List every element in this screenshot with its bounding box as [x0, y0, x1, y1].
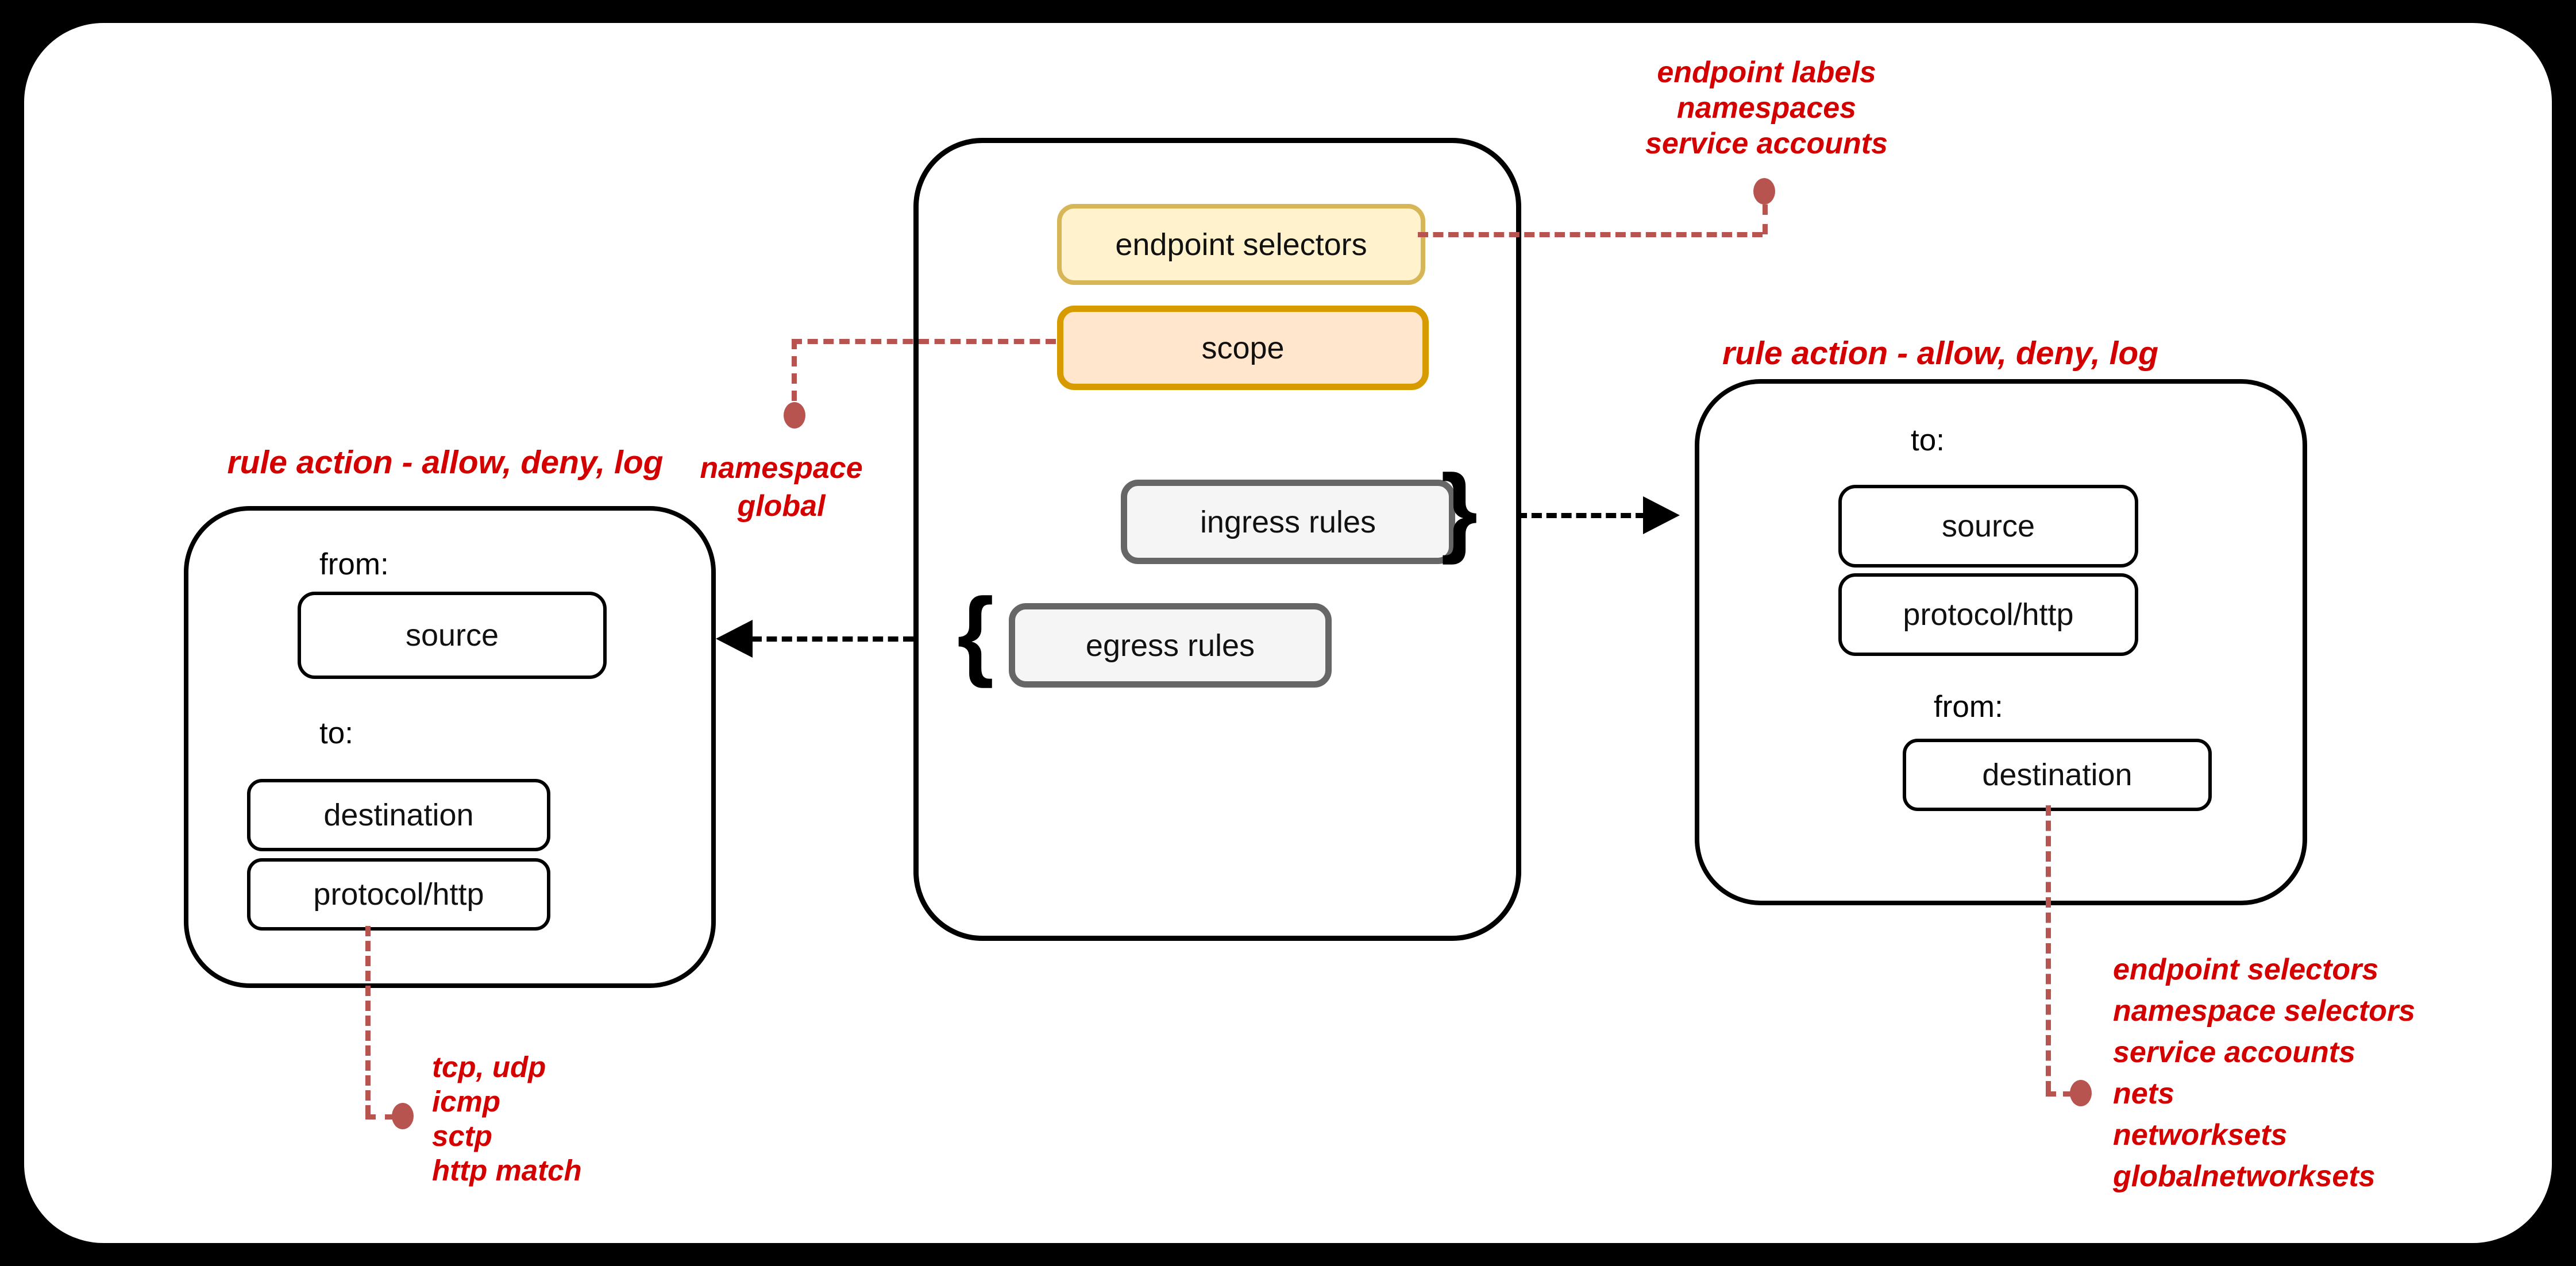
ingress-destination-chip: destination	[1903, 739, 2212, 811]
ingress-arrowhead-icon	[1643, 496, 1680, 534]
egress-protocol-chip: protocol/http	[247, 858, 550, 931]
egress-source-label: source	[405, 618, 499, 653]
endpoint-selectors-label: endpoint selectors	[1115, 227, 1367, 262]
destination-note-dot-icon	[2070, 1080, 2092, 1106]
ingress-rule-action-note: rule action - allow, deny, log	[1722, 335, 2159, 372]
destination-note: endpoint selectors namespace selectors s…	[2113, 949, 2415, 1197]
endpoint-note-dot-icon	[1753, 178, 1775, 204]
scope-chip: scope	[1057, 306, 1429, 390]
ingress-arrow-line	[1517, 513, 1646, 518]
endpoint-note-line: endpoint labels	[1657, 56, 1876, 89]
destination-note-line: nets	[2113, 1077, 2174, 1110]
egress-from-label: from:	[319, 547, 389, 581]
destination-note-line: namespace selectors	[2113, 994, 2416, 1028]
ingress-source-label: source	[1941, 509, 2035, 543]
protocol-note-connector-v	[365, 926, 371, 1116]
ingress-protocol-label: protocol/http	[1903, 597, 2074, 632]
egress-protocol-label: protocol/http	[313, 877, 484, 912]
ingress-from-label: from:	[1934, 690, 2003, 724]
egress-arrow-line	[751, 636, 913, 642]
scope-note-dot-icon	[784, 402, 805, 429]
protocol-note-dot-icon	[392, 1103, 414, 1129]
ingress-protocol-chip: protocol/http	[1838, 573, 2138, 656]
ingress-destination-label: destination	[1982, 758, 2132, 792]
endpoint-selectors-chip: endpoint selectors	[1057, 204, 1425, 285]
egress-rules-label: egress rules	[1085, 628, 1255, 663]
scope-note-connector-v	[792, 339, 797, 401]
endpoint-note: endpoint labels namespaces service accou…	[1603, 55, 1930, 161]
destination-note-connector-h	[2046, 1091, 2073, 1097]
protocol-note-line: icmp	[432, 1085, 501, 1118]
egress-brace-icon: {	[957, 577, 994, 689]
ingress-to-label: to:	[1911, 423, 1945, 457]
endpoint-note-line: namespaces	[1676, 91, 1857, 125]
ingress-brace-icon: }	[1441, 454, 1478, 565]
ingress-source-chip: source	[1838, 485, 2138, 568]
destination-note-line: service accounts	[2113, 1036, 2356, 1069]
protocol-note: tcp, udp icmp sctp http match	[432, 1050, 582, 1188]
egress-source-chip: source	[298, 592, 607, 679]
endpoint-note-line: service accounts	[1645, 127, 1888, 160]
destination-note-line: globalnetworksets	[2113, 1160, 2376, 1193]
endpoint-note-connector-h	[1418, 232, 1763, 237]
protocol-note-connector-h	[365, 1114, 395, 1120]
destination-note-line: endpoint selectors	[2113, 953, 2379, 986]
scope-note-line: global	[737, 489, 826, 523]
protocol-note-line: http match	[432, 1154, 582, 1187]
egress-arrowhead-icon	[716, 620, 753, 658]
protocol-note-line: sctp	[432, 1120, 492, 1152]
endpoint-note-connector-v	[1763, 204, 1768, 234]
ingress-rules-label: ingress rules	[1200, 504, 1376, 539]
scope-note-connector-h	[792, 339, 1056, 344]
ingress-rules-chip: ingress rules	[1121, 480, 1455, 564]
destination-note-line: networksets	[2113, 1118, 2288, 1152]
protocol-note-line: tcp, udp	[432, 1051, 546, 1083]
scope-label: scope	[1201, 330, 1285, 365]
egress-rules-chip: egress rules	[1009, 603, 1332, 688]
egress-destination-label: destination	[323, 798, 474, 832]
destination-note-connector-v	[2046, 805, 2051, 1091]
scope-note: namespace global	[678, 449, 885, 525]
scope-note-line: namespace	[700, 451, 863, 485]
egress-destination-chip: destination	[247, 779, 550, 851]
egress-rule-action-note: rule action - allow, deny, log	[227, 444, 664, 481]
egress-to-label: to:	[319, 716, 353, 750]
